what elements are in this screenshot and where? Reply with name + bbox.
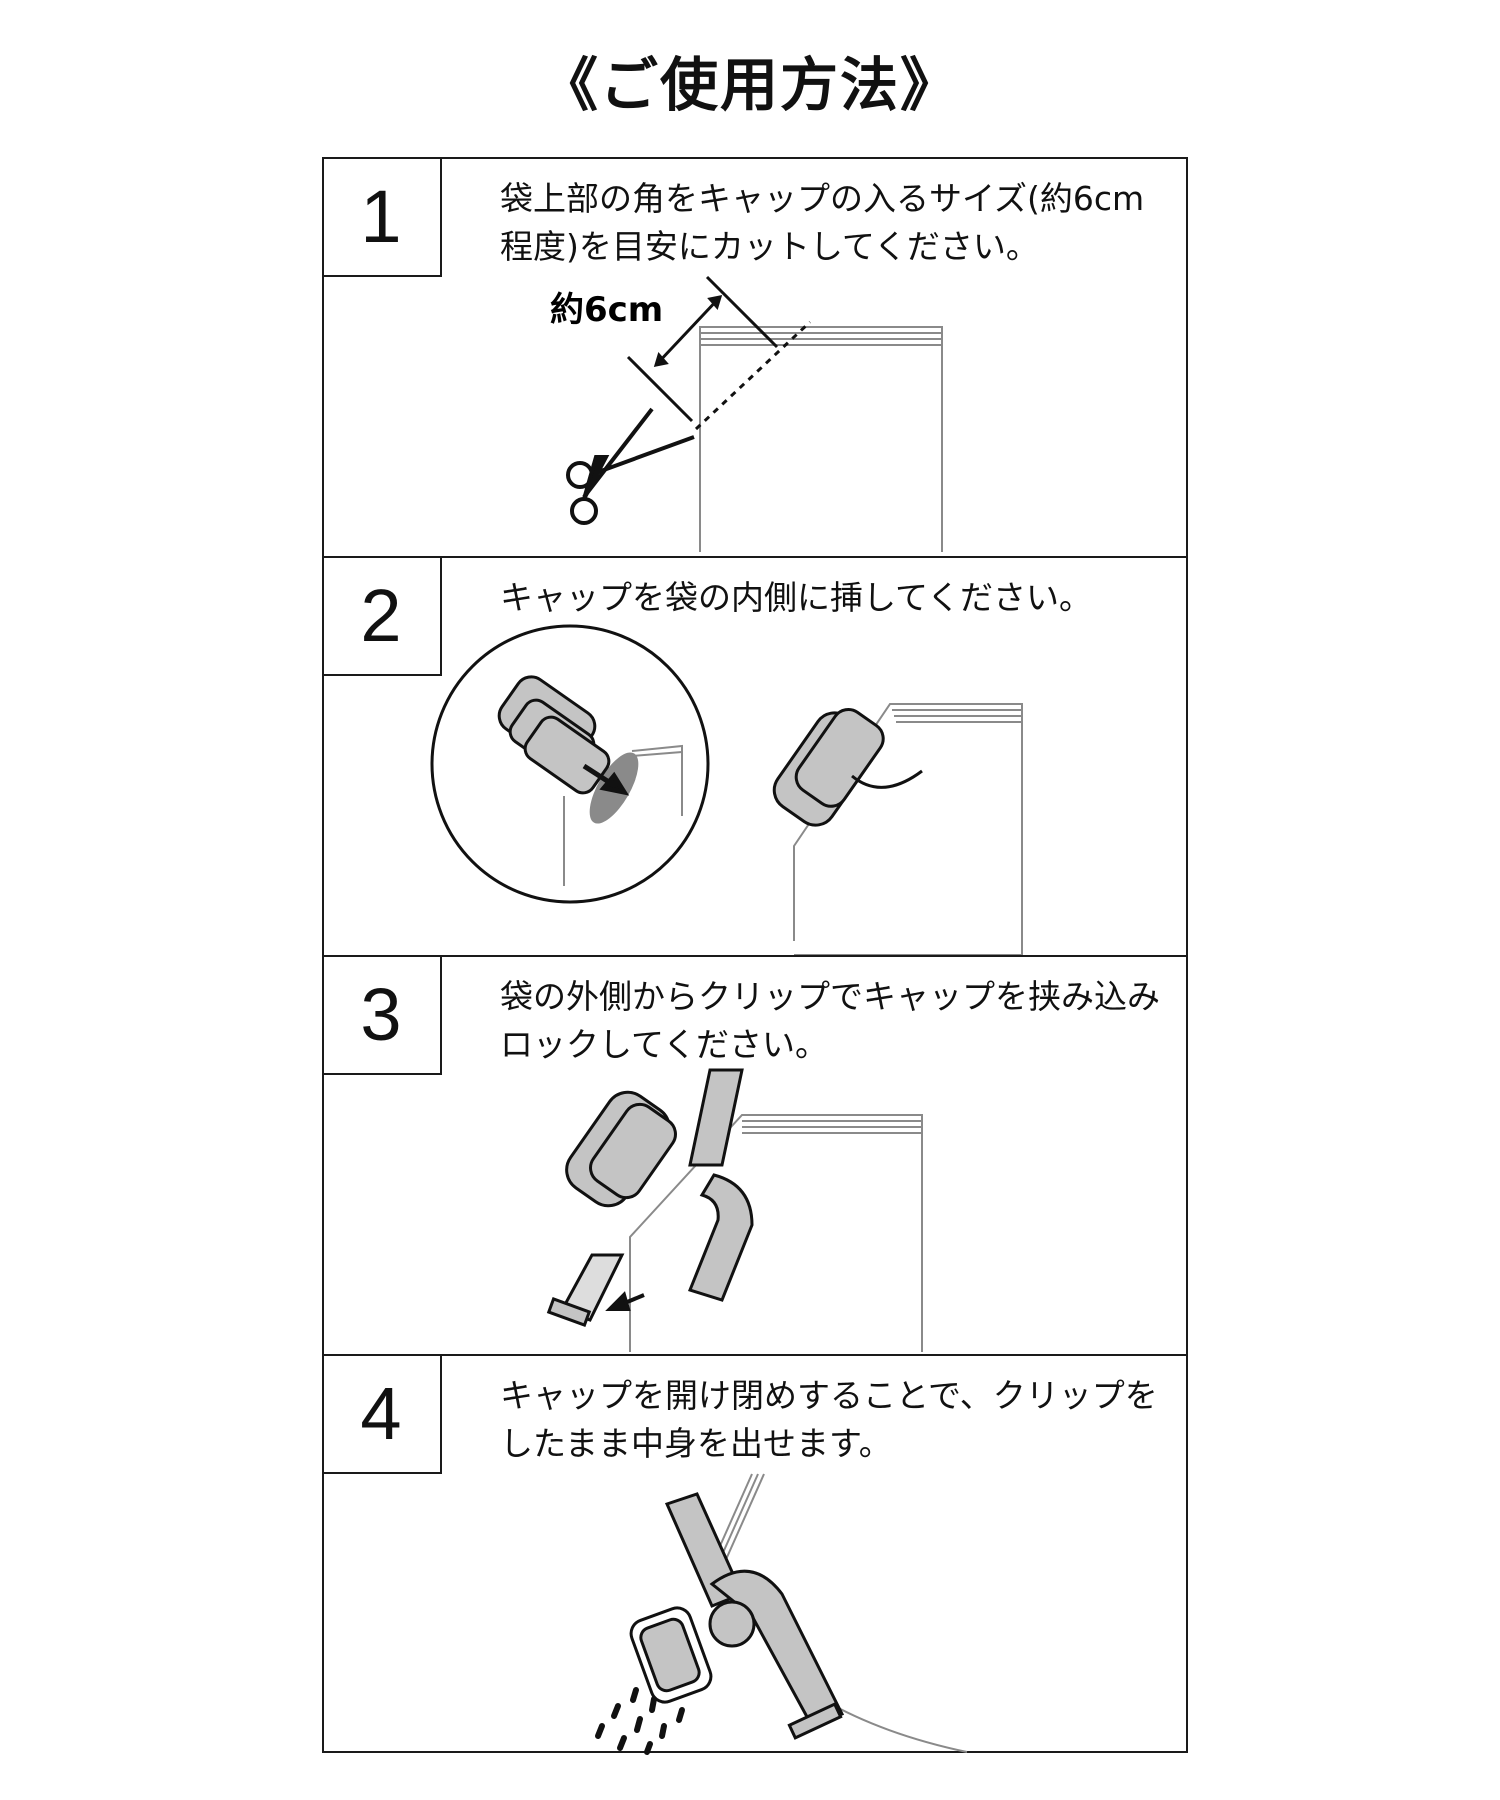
page-title: 《ご使用方法》 (539, 51, 960, 119)
bag-icon (629, 1114, 923, 1352)
step-number: 1 (322, 157, 442, 277)
step-divider (322, 1354, 1188, 1356)
step-divider (322, 556, 1188, 558)
step-divider (322, 955, 1188, 957)
step-text: キャップを袋の内側に挿してください。 (500, 578, 1093, 617)
step-4-illustration (595, 1473, 968, 1755)
step-1-illustration: 約6cm (550, 275, 943, 552)
dimension-arrow-icon (626, 275, 779, 423)
arrow-icon (605, 1291, 645, 1311)
scissors-icon (566, 407, 695, 525)
step-4: 4 キャップを開け閉めすることで、クリップをしたまま中身を出せます。 (322, 1354, 1188, 1755)
cap-icon (565, 1090, 677, 1208)
bag-icon (563, 744, 683, 886)
cap-icon (772, 707, 923, 827)
step-2: 2 キャップを袋の内側に挿してください。 (322, 556, 1188, 956)
step-1: 1 袋上部の角をキャップの入るサイズ(約6cm程度)を目安にカットしてください。… (322, 157, 1188, 556)
cap-icon (629, 1606, 713, 1704)
step-2-illustration (430, 624, 1023, 956)
step-number: 4 (322, 1354, 442, 1474)
step-number: 3 (322, 955, 442, 1075)
step-3-illustration (546, 1068, 923, 1352)
contents-pouring-icon (595, 1687, 685, 1755)
zoom-circle (430, 624, 710, 904)
cap-icon (497, 675, 611, 795)
step-text: 袋の外側からクリップでキャップを挟み込みロックしてください。 (500, 977, 1160, 1064)
arrow-icon (582, 763, 630, 796)
step-text: 袋上部の角をキャップの入るサイズ(約6cm程度)を目安にカットしてください。 (500, 179, 1145, 266)
step-3: 3 袋の外側からクリップでキャップを挟み込みロックしてください。 (322, 955, 1188, 1354)
cut-line (694, 320, 812, 431)
step-text: キャップを開け閉めすることで、クリップをしたまま中身を出せます。 (500, 1376, 1158, 1463)
clip-icon (546, 1068, 754, 1327)
clip-icon (664, 1492, 845, 1740)
bag-icon (699, 326, 943, 552)
dimension-label: 約6cm (550, 290, 663, 330)
step-number: 2 (322, 556, 442, 676)
